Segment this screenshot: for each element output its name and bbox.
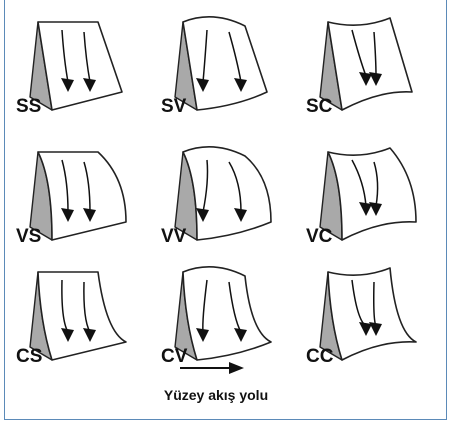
slope-block-ss: SS <box>16 21 123 117</box>
flow-arrowhead <box>359 202 372 216</box>
slope-block-vs: VS <box>16 151 127 247</box>
flow-line <box>228 161 242 213</box>
slope-block-vv: VV <box>161 146 272 247</box>
flow-arrowhead <box>196 78 209 92</box>
slope-block-cv: CV <box>161 266 272 367</box>
cell-label-cs: CS <box>16 346 42 367</box>
flow-arrowhead <box>234 328 247 342</box>
flow-arrowhead <box>359 72 372 86</box>
cell-label-vc: VC <box>306 226 333 247</box>
flow-arrowhead <box>61 208 74 222</box>
flow-line <box>373 161 379 207</box>
flow-arrowhead <box>83 208 96 222</box>
slope-face <box>182 16 268 111</box>
slope-face <box>37 271 127 361</box>
flow-arrowhead <box>359 322 372 336</box>
slope-face <box>182 266 272 361</box>
cell-label-sv: SV <box>161 96 187 117</box>
cell-label-vs: VS <box>16 226 41 247</box>
flow-arrowhead <box>369 322 382 336</box>
cell-label-cv: CV <box>161 346 188 367</box>
legend-label: Yüzey akış yolu <box>164 387 268 403</box>
slope-face <box>37 151 127 241</box>
legend-arrow-head <box>229 362 244 374</box>
slope-face <box>327 17 413 111</box>
flow-line <box>83 161 91 213</box>
slope-face <box>327 147 417 241</box>
flow-line <box>228 31 242 83</box>
flow-arrowhead <box>234 78 247 92</box>
flow-arrowhead <box>196 208 209 222</box>
flow-line <box>351 159 367 207</box>
flow-legend: Yüzey akış yolu <box>164 362 268 403</box>
cell-label-vv: VV <box>161 226 187 247</box>
slope-face <box>37 21 123 111</box>
flow-arrowhead <box>369 202 382 216</box>
slope-face <box>182 146 272 241</box>
slope-block-cc: CC <box>306 267 417 367</box>
slope-grid: SS SV SC VS VV VC CS CV CC <box>16 16 417 367</box>
flow-arrowhead <box>83 78 96 92</box>
cell-label-ss: SS <box>16 96 41 117</box>
cell-label-sc: SC <box>306 96 333 117</box>
cell-label-cc: CC <box>306 346 334 367</box>
flow-arrowhead <box>83 328 96 342</box>
slope-face <box>327 267 417 361</box>
flow-line <box>61 29 69 83</box>
flow-line <box>202 29 208 83</box>
flow-arrowhead <box>234 208 247 222</box>
slope-block-vc: VC <box>306 147 417 247</box>
slope-block-sv: SV <box>161 16 268 117</box>
flow-arrowhead <box>369 72 382 86</box>
flow-line <box>202 159 209 213</box>
flow-arrowhead <box>61 328 74 342</box>
slope-block-cs: CS <box>16 271 127 367</box>
flow-arrowhead <box>61 78 74 92</box>
flow-line <box>83 31 91 83</box>
slope-block-sc: SC <box>306 17 413 117</box>
flow-arrowhead <box>196 328 209 342</box>
figure-frame <box>4 0 447 420</box>
flow-line <box>61 159 69 213</box>
